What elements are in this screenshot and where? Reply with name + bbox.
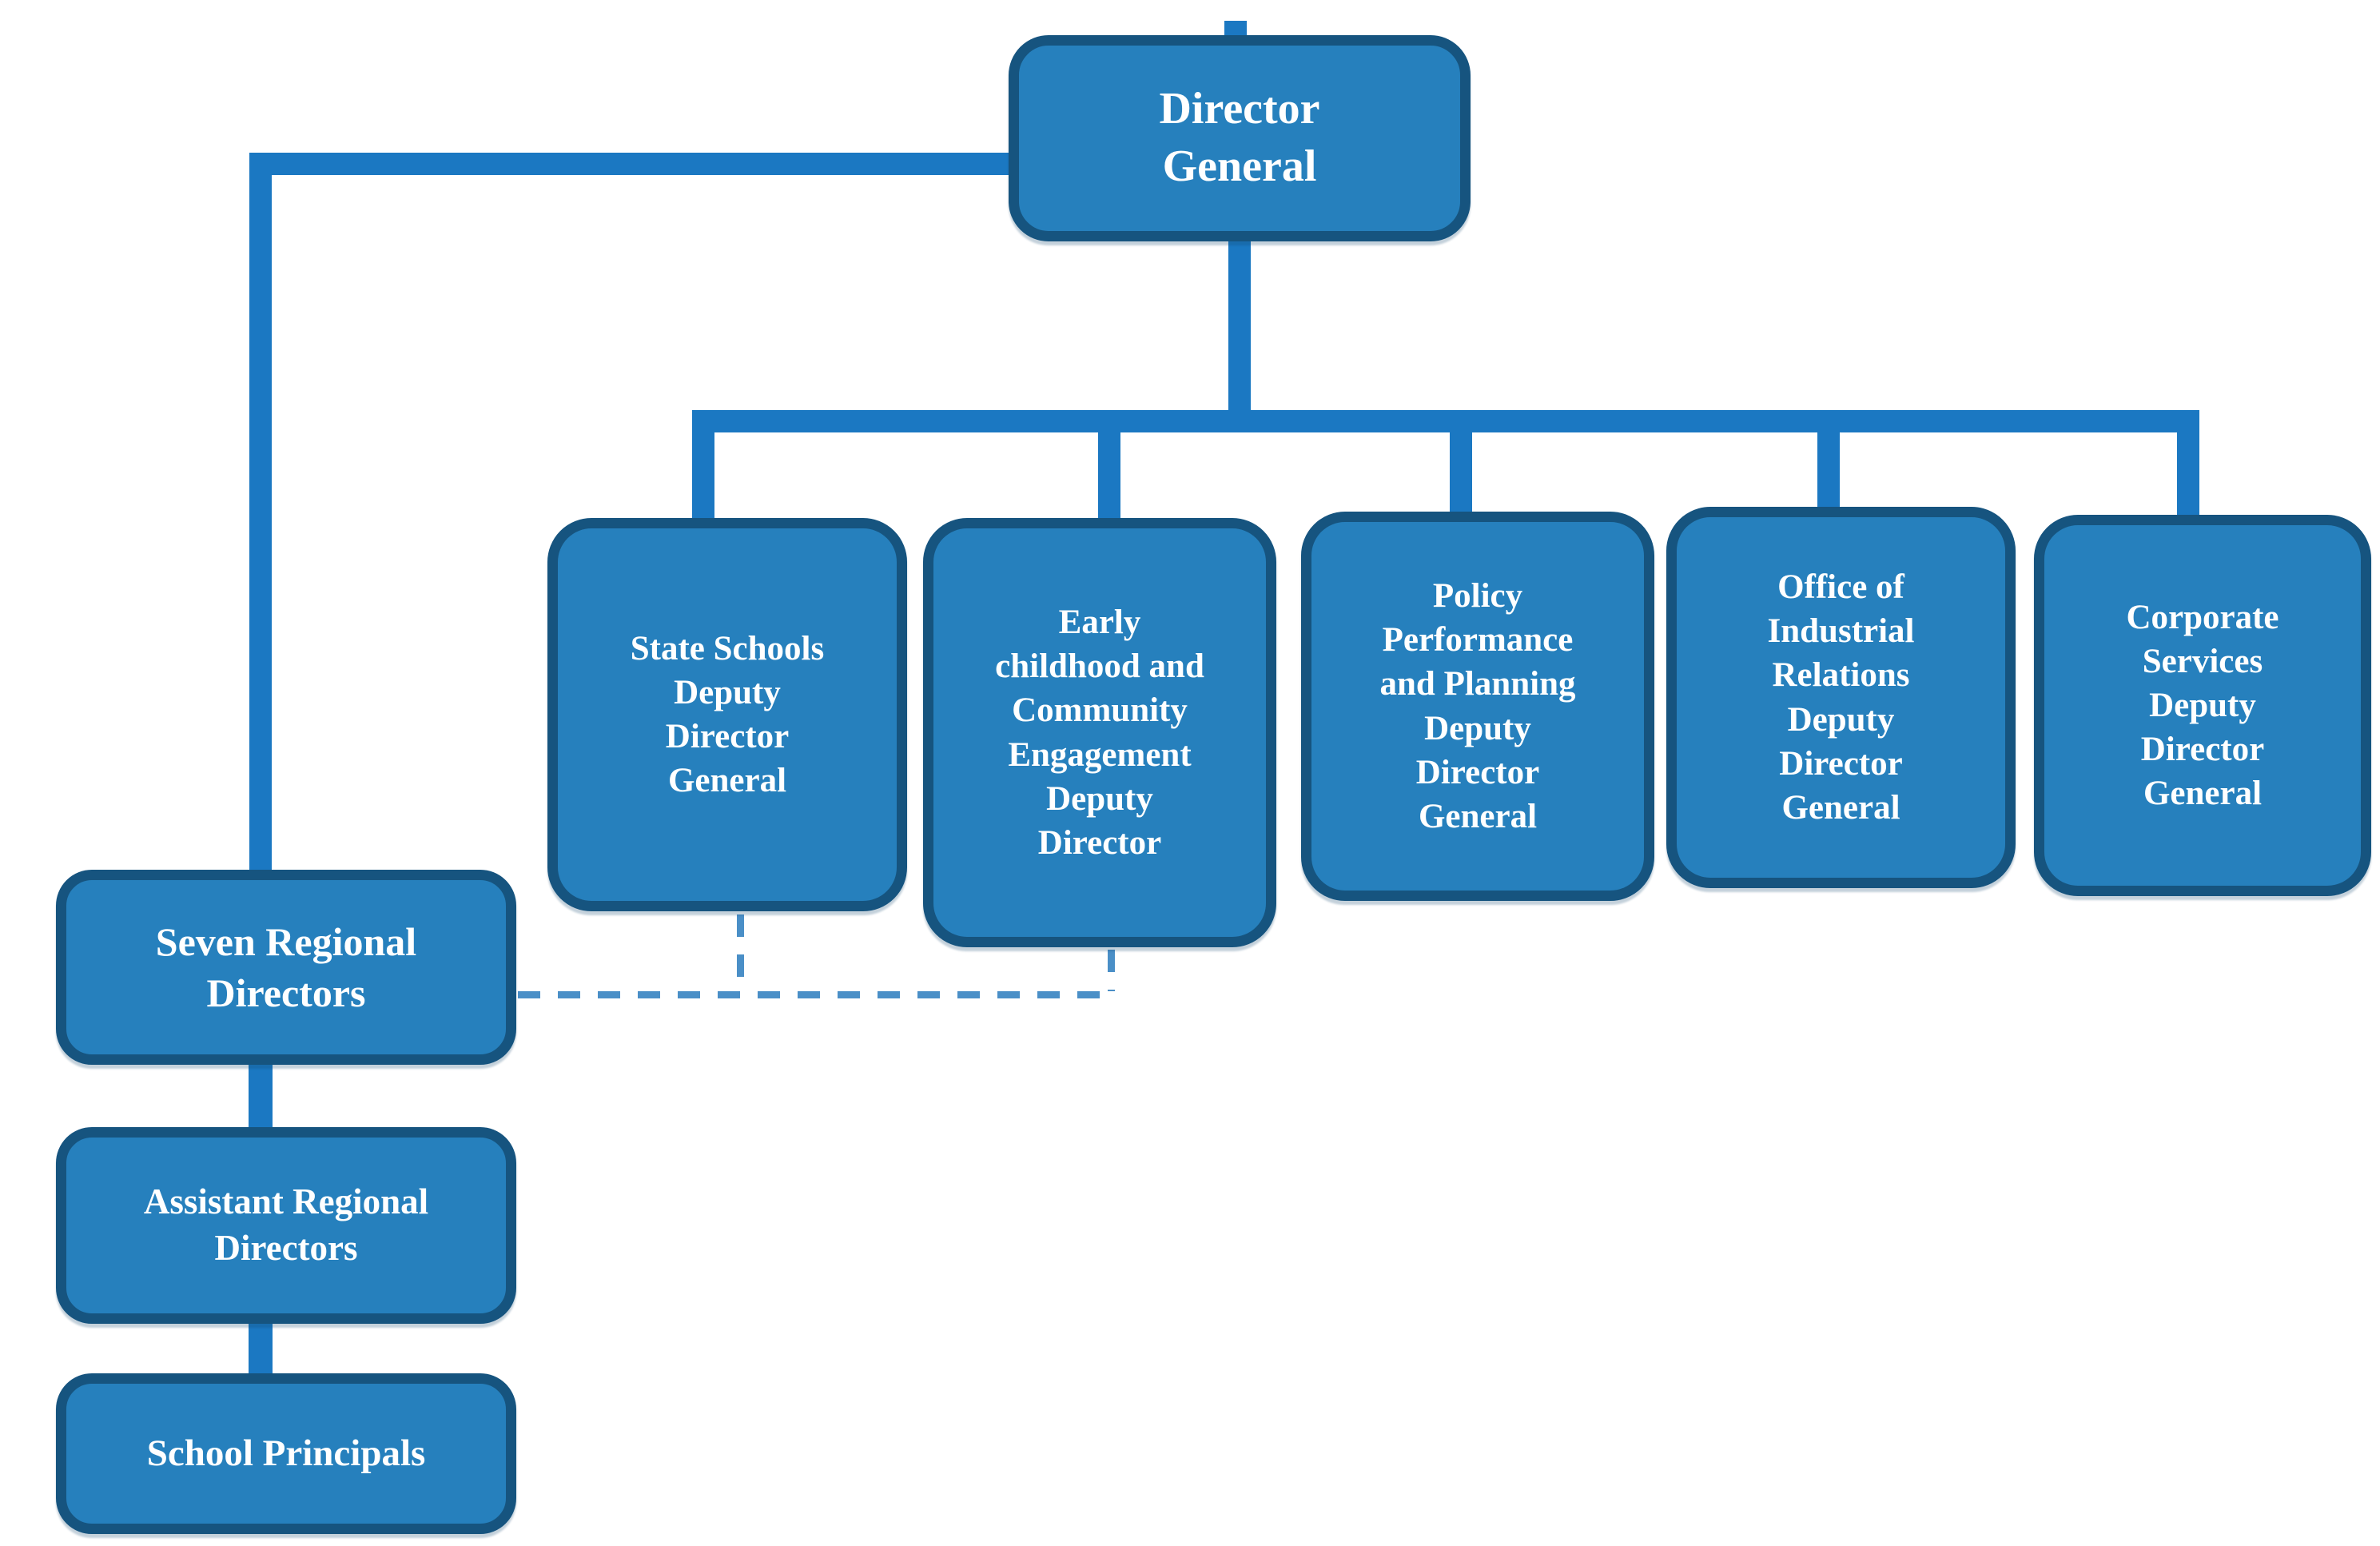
connector-dg-down-vertical [1228,236,1251,432]
node-corporate-services-deputy-director-general: Corporate Services Deputy Director Gener… [2034,515,2371,896]
connector-drop-state-schools [692,410,714,526]
node-school-principals: School Principals [56,1373,516,1534]
node-director-general: Director General [1009,35,1471,241]
node-industrial-relations-label: Office of Industrial Relations Deputy Di… [1767,568,1915,827]
node-office-industrial-relations-deputy-director-general: Office of Industrial Relations Deputy Di… [1666,507,2016,888]
node-assistant-regional-directors-label: Assistant Regional Directors [143,1181,429,1268]
node-early-childhood-label: Early childhood and Community Engagement… [995,604,1204,862]
node-policy-performance-planning-deputy-director-general: Policy Performance and Planning Deputy D… [1301,512,1654,901]
node-seven-regional-directors: Seven Regional Directors [56,870,516,1065]
node-state-schools-deputy-director-general: State Schools Deputy Director General [547,518,907,911]
dashed-connector-vertical-state-schools [737,914,744,991]
dashed-connector-vertical-early-childhood [1108,950,1115,991]
dashed-connector-horizontal [518,991,1117,998]
node-assistant-regional-directors: Assistant Regional Directors [56,1127,516,1324]
connector-assistant-to-principals [249,1319,273,1378]
connector-drop-early-childhood [1098,428,1120,526]
connector-drop-corporate-services [2177,410,2199,523]
connector-dg-left-horizontal [249,153,1021,175]
connector-drop-industrial-relations [1817,428,1840,516]
node-corporate-services-label: Corporate Services Deputy Director Gener… [2126,598,2279,813]
node-seven-regional-directors-label: Seven Regional Directors [155,919,417,1015]
connector-drop-policy [1450,428,1472,520]
connector-left-vertical-to-regional [249,153,272,874]
node-policy-performance-label: Policy Performance and Planning Deputy D… [1379,577,1576,835]
connector-children-horizontal [692,410,2199,432]
node-school-principals-label: School Principals [146,1432,426,1475]
node-director-general-label: Director General [1159,84,1320,191]
connector-regional-to-assistant [249,1062,273,1132]
node-early-childhood-community-engagement-deputy-director: Early childhood and Community Engagement… [923,518,1276,947]
node-state-schools-label: State Schools Deputy Director General [630,629,825,800]
